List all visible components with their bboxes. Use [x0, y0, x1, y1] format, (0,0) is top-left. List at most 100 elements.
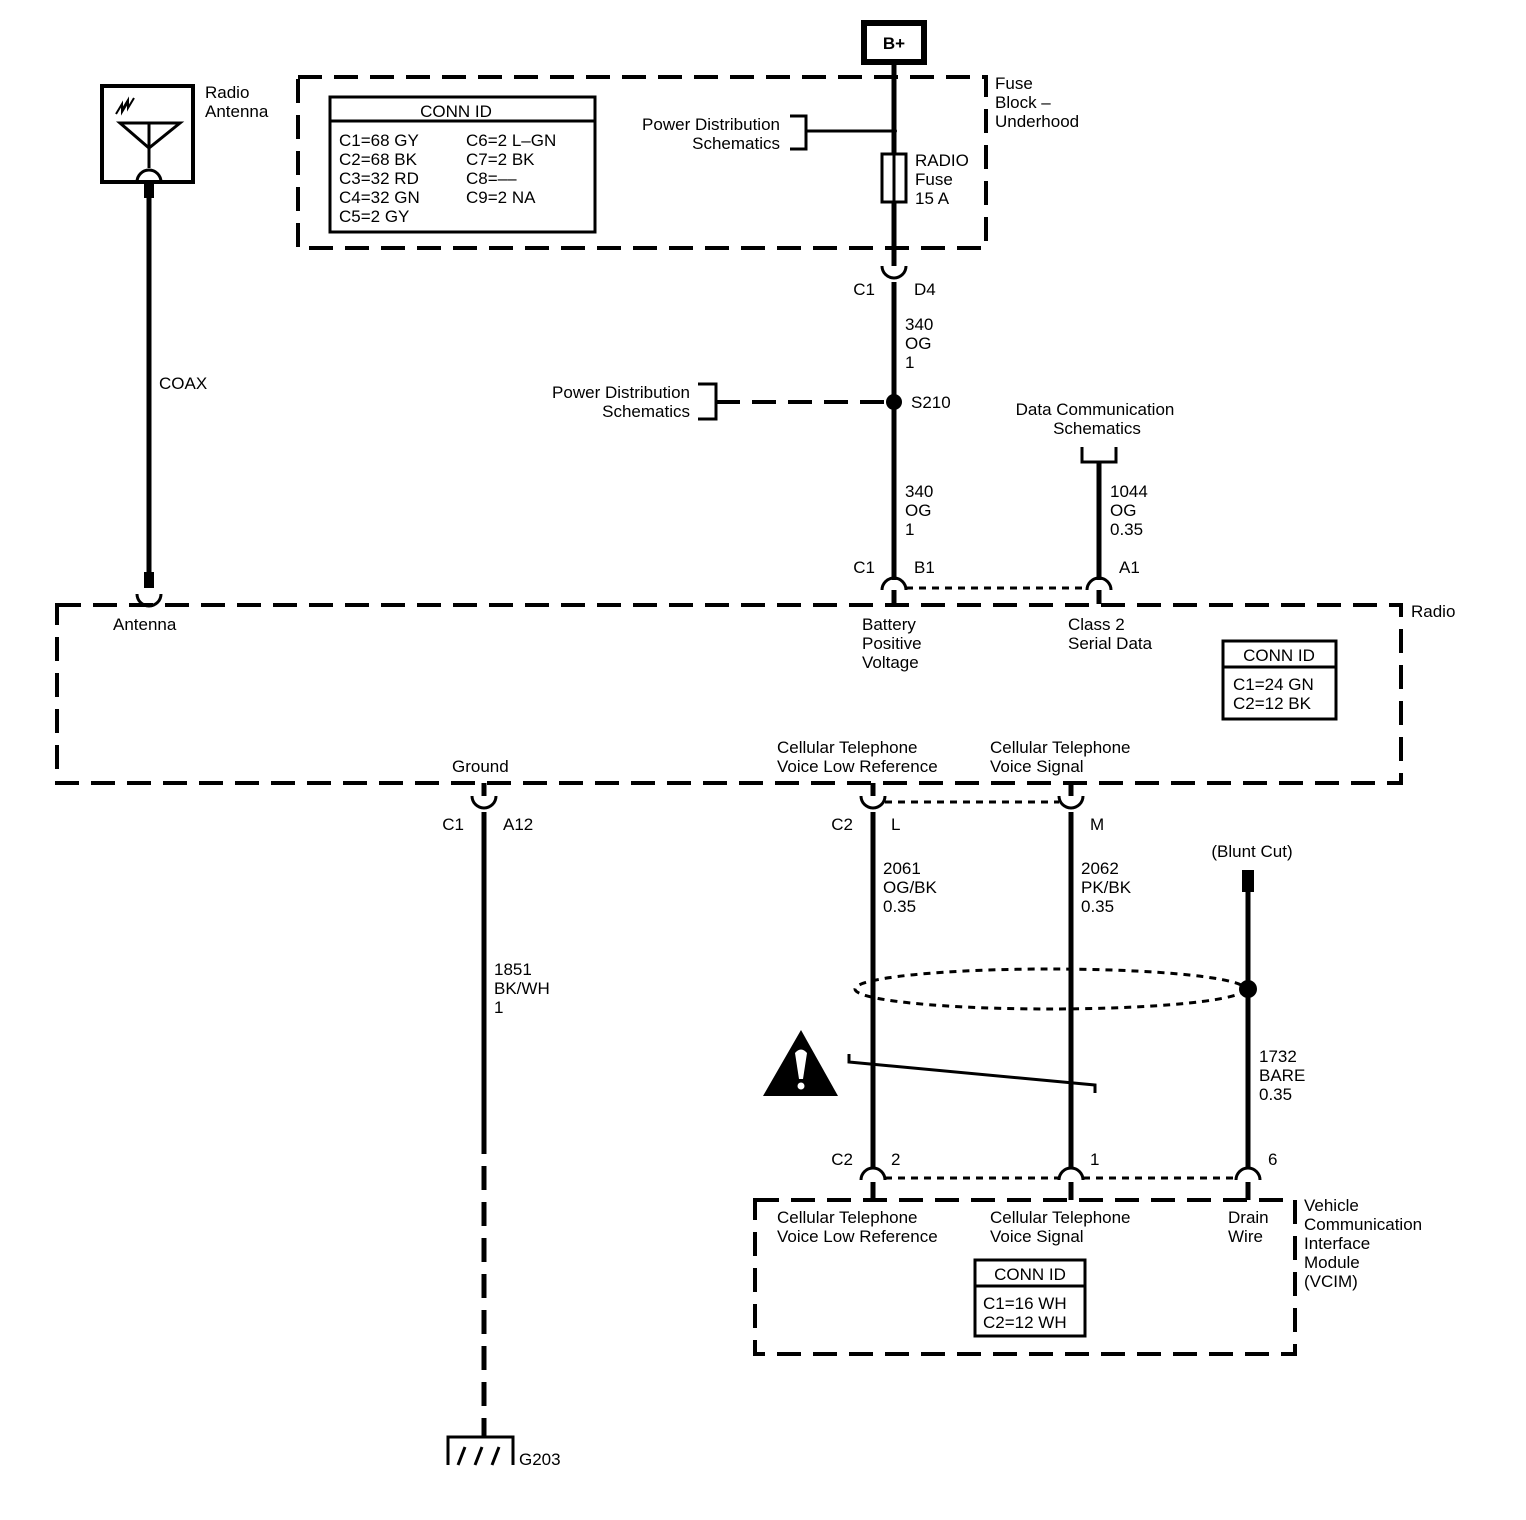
conn-id-row: C1=16 WH	[983, 1294, 1067, 1313]
antenna-label-2: Antenna	[205, 102, 269, 121]
coax-label: COAX	[159, 374, 207, 393]
wire-1732-color: BARE	[1259, 1066, 1305, 1085]
conn-id-row: C3=32 RD	[339, 169, 419, 188]
connector-vcim-1	[1057, 1166, 1085, 1181]
fuse-block-label-3: Underhood	[995, 112, 1079, 131]
wire-2061-size: 0.35	[883, 897, 916, 916]
data-comm-bracket	[1080, 447, 1118, 464]
data-comm-ref-1: Data Communication	[1016, 400, 1175, 419]
battery-label: B+	[883, 34, 905, 53]
vcim-cell-sig-label-2: Voice Signal	[990, 1227, 1084, 1246]
radio-cell-low-label-1: Cellular Telephone	[777, 738, 918, 757]
conn-c2-l: C2	[831, 815, 853, 834]
conn-id-row: C1=68 GY	[339, 131, 419, 150]
vcim-label-3: Interface	[1304, 1234, 1370, 1253]
radio-antenna	[100, 84, 195, 184]
wire-1851-color: BK/WH	[494, 979, 550, 998]
coax-terminal-top	[144, 182, 154, 198]
conn-c2-vcim: C2	[831, 1150, 853, 1169]
shield-ellipse	[853, 967, 1247, 1011]
antenna-label-1: Radio	[205, 83, 249, 102]
fuse-label-3: 15 A	[915, 189, 950, 208]
vcim-label-1: Vehicle	[1304, 1196, 1359, 1215]
vcim-label-4: Module	[1304, 1253, 1360, 1272]
wire-1732-size: 0.35	[1259, 1085, 1292, 1104]
connector-d4	[880, 265, 908, 280]
wire-1851-num: 1851	[494, 960, 532, 979]
radio-module-outline	[55, 603, 1403, 785]
conn-id-row: C2=68 BK	[339, 150, 418, 169]
wire-2062-num: 2062	[1081, 859, 1119, 878]
vcim-drain-label-1: Drain	[1228, 1208, 1269, 1227]
connector-a12	[470, 795, 498, 810]
connector-a1	[1085, 576, 1113, 591]
conn-c1-b1: C1	[853, 558, 875, 577]
power-dist-bracket	[790, 114, 808, 151]
vcim-cell-sig-label-1: Cellular Telephone	[990, 1208, 1131, 1227]
radio-cell-sig-label-2: Voice Signal	[990, 757, 1084, 776]
pin-1: 1	[1090, 1150, 1099, 1169]
blunt-cut-end	[1242, 870, 1254, 892]
splice-label: S210	[911, 393, 951, 412]
vcim-cell-low-label-1: Cellular Telephone	[777, 1208, 918, 1227]
connector-l	[859, 795, 887, 810]
pin-b1: B1	[914, 558, 935, 577]
connector-vcim-2	[859, 1166, 887, 1181]
radio-antenna-pin-label: Antenna	[113, 615, 177, 634]
pin-d4: D4	[914, 280, 936, 299]
wire-2061-color: OG/BK	[883, 878, 938, 897]
radio-cell-sig-label-1: Cellular Telephone	[990, 738, 1131, 757]
wire-340-top-num: 340	[905, 315, 933, 334]
wire-340-top-size: 1	[905, 353, 914, 372]
radio-battery-label-2: Positive	[862, 634, 922, 653]
wire-2062-color: PK/BK	[1081, 878, 1132, 897]
connector-vcim-6	[1234, 1166, 1262, 1181]
power-dist-ref-1: Power Distribution	[642, 115, 780, 134]
ground-symbol-icon	[446, 1435, 515, 1466]
conn-id-title: CONN ID	[1243, 646, 1315, 665]
twisted-pair-indicator	[847, 1054, 1097, 1093]
wire-2062-size: 0.35	[1081, 897, 1114, 916]
wire-1044-num: 1044	[1110, 482, 1148, 501]
connector-b1	[880, 576, 908, 591]
pin-m: M	[1090, 815, 1104, 834]
wire-1851-size: 1	[494, 998, 503, 1017]
vcim-label-5: (VCIM)	[1304, 1272, 1358, 1291]
wire-340-bottom-size: 1	[905, 520, 914, 539]
fuse-block-outline	[296, 75, 988, 250]
pin-a1: A1	[1119, 558, 1140, 577]
fuse-block-conn-id: CONN ID C1=68 GY C2=68 BK C3=32 RD C4=32…	[328, 95, 597, 234]
wire-1044-size: 0.35	[1110, 520, 1143, 539]
fuse-label-1: RADIO	[915, 151, 969, 170]
conn-id-row: C2=12 BK	[1233, 694, 1312, 713]
connector-m	[1057, 795, 1085, 810]
data-comm-ref-2: Schematics	[1053, 419, 1141, 438]
vcim-conn-id: CONN ID C1=16 WH C2=12 WH	[973, 1258, 1087, 1338]
radio-cell-low-label-2: Voice Low Reference	[777, 757, 938, 776]
blunt-cut-label: (Blunt Cut)	[1211, 842, 1292, 861]
pin-6: 6	[1268, 1150, 1277, 1169]
vcim-drain-label-2: Wire	[1228, 1227, 1263, 1246]
wire-2061-num: 2061	[883, 859, 921, 878]
caution-icon	[763, 1030, 838, 1096]
conn-id-row: C4=32 GN	[339, 188, 420, 207]
ground-g203-label: G203	[519, 1450, 561, 1469]
fuse-label-2: Fuse	[915, 170, 953, 189]
conn-id-row: C6=2 L–GN	[466, 131, 556, 150]
conn-id-row: C8=––	[466, 169, 517, 188]
wire-1732-num: 1732	[1259, 1047, 1297, 1066]
radio-conn-id: CONN ID C1=24 GN C2=12 BK	[1221, 639, 1338, 721]
conn-id-title: CONN ID	[420, 102, 492, 121]
splice-power-dist-2: Schematics	[602, 402, 690, 421]
coax-terminal-bottom	[144, 572, 154, 588]
pin-a12: A12	[503, 815, 533, 834]
wire-340-bottom-num: 340	[905, 482, 933, 501]
radio-battery-label-1: Battery	[862, 615, 916, 634]
conn-id-row: C7=2 BK	[466, 150, 535, 169]
pin-2: 2	[891, 1150, 900, 1169]
radio-ground-label: Ground	[452, 757, 509, 776]
pin-l: L	[891, 815, 900, 834]
conn-id-title: CONN ID	[994, 1265, 1066, 1284]
wire-1044-color: OG	[1110, 501, 1136, 520]
